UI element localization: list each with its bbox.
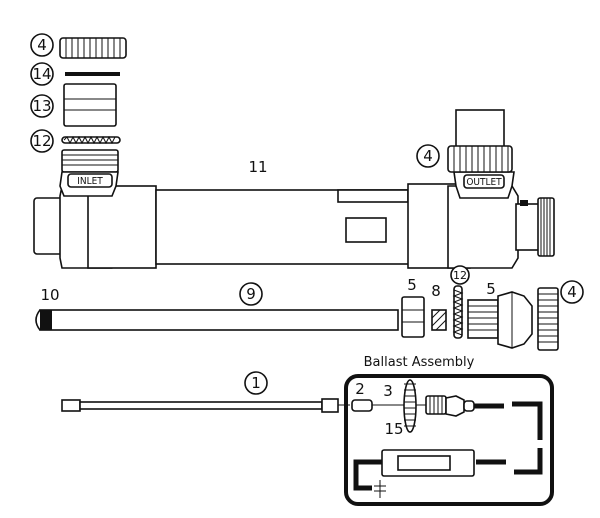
- callout-4-right: 4: [560, 280, 584, 304]
- label-5-left: 5: [407, 276, 417, 294]
- main-housing: INLET OUTLET: [33, 171, 555, 269]
- threaded-bushing-part: [467, 291, 533, 349]
- outlet-label: OUTLET: [466, 177, 502, 188]
- label-5-right: 5: [486, 280, 496, 298]
- callout-4-top: 4: [30, 33, 54, 57]
- oring-part: [65, 72, 120, 76]
- label-8: 8: [431, 282, 441, 300]
- inlet-label: INLET: [77, 176, 103, 187]
- label-15: 15: [384, 420, 403, 438]
- svg-text:1: 1: [251, 374, 261, 392]
- svg-text:14: 14: [32, 65, 51, 83]
- top-nut-part: [59, 37, 127, 59]
- connector-part: [351, 399, 404, 412]
- power-cord-part: [61, 398, 350, 413]
- sleeve-part: [63, 83, 117, 127]
- outlet-fitting: [447, 109, 513, 173]
- label-3: 3: [383, 382, 393, 400]
- knob-part: [403, 379, 426, 433]
- svg-text:4: 4: [37, 36, 47, 54]
- callout-9: 9: [239, 282, 263, 306]
- callout-12-top: 12: [30, 129, 54, 153]
- svg-text:13: 13: [32, 97, 51, 115]
- label-11: 11: [248, 158, 267, 176]
- ballast-assembly-title: Ballast Assembly: [364, 355, 475, 370]
- ballast-assembly-frame: [344, 374, 554, 506]
- callout-4-outlet: 4: [416, 144, 440, 168]
- callout-14: 14: [30, 62, 54, 86]
- label-10: 10: [40, 286, 59, 304]
- svg-text:9: 9: [246, 285, 256, 303]
- svg-text:4: 4: [567, 283, 577, 301]
- callout-1: 1: [244, 371, 268, 395]
- svg-text:12: 12: [32, 132, 51, 150]
- gasket-part: [61, 135, 121, 145]
- inlet-thread-cap: [61, 149, 119, 173]
- callout-13: 13: [30, 94, 54, 118]
- svg-text:4: 4: [423, 147, 433, 165]
- uv-lamp: [35, 309, 399, 331]
- cable-gland-part: [425, 395, 475, 417]
- right-nut-part: [537, 287, 559, 351]
- inlet-part-stack: [59, 37, 127, 173]
- square-nut-part: [401, 296, 425, 338]
- ballast-cable: [353, 401, 543, 498]
- washer-part: [431, 309, 447, 331]
- callout-12-bottom: 12: [450, 265, 470, 285]
- svg-text:12: 12: [453, 269, 467, 282]
- label-2: 2: [355, 380, 365, 398]
- spring-part: [452, 285, 464, 339]
